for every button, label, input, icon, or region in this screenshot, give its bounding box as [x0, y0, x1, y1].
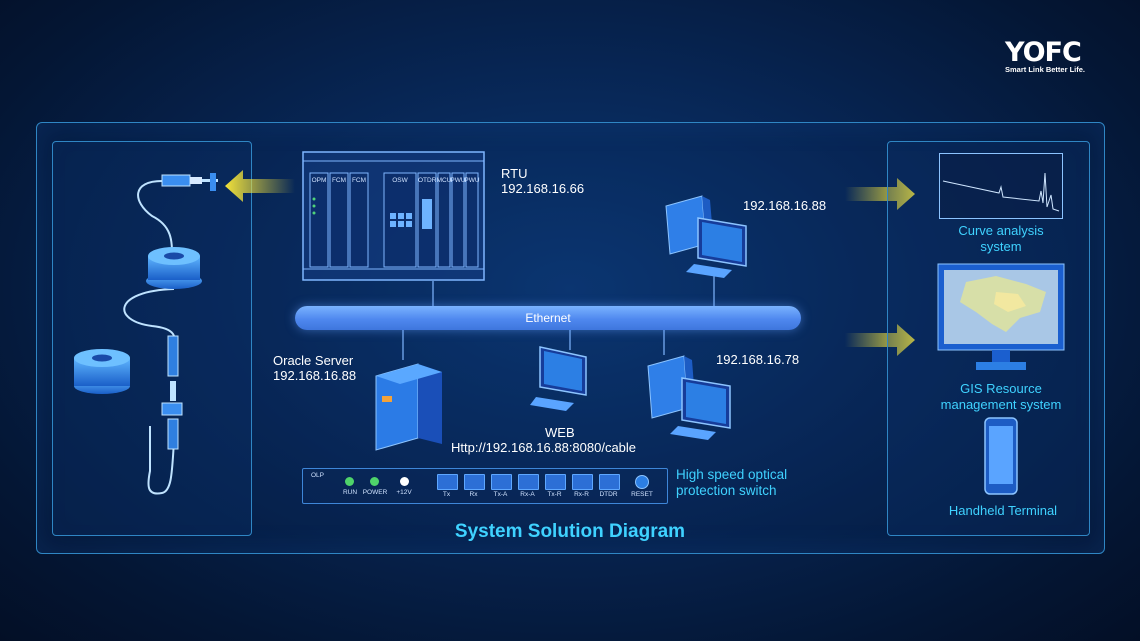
olp-reset-label: RESET — [631, 491, 653, 498]
oracle-label: Oracle Server 192.168.16.88 — [273, 353, 356, 383]
ethernet-label: Ethernet — [525, 311, 571, 325]
web-url: Http://192.168.16.88:8080/cable — [451, 440, 637, 455]
olp-port — [518, 474, 539, 490]
olp-led-label: RUN — [342, 489, 358, 496]
gis-monitor-icon — [937, 263, 1065, 370]
olp-port-label: Rx-R — [574, 491, 589, 498]
olp-reset-button — [635, 475, 649, 489]
olp-port — [491, 474, 512, 490]
rtu-slot-label: MCU — [436, 177, 452, 184]
olp-port — [599, 474, 620, 490]
fiber-spool-icon — [146, 247, 202, 289]
fiber-connector-icon — [161, 173, 218, 191]
tablet-icon — [984, 417, 1018, 495]
olp-description: High speed optical protection switch — [676, 467, 787, 499]
arrow-right-icon — [845, 324, 915, 356]
olp-led-12v — [400, 477, 409, 486]
rtu-slot-label: FCM — [351, 177, 367, 184]
rtu-rack — [302, 151, 485, 281]
diagram-title: System Solution Diagram — [454, 521, 686, 542]
olp-led-label: +12V — [396, 489, 412, 496]
olp-port-label: Rx-A — [520, 491, 535, 498]
olp-device: OLP RUN POWER +12V Tx Rx Tx-A Rx-A Tx-R … — [302, 468, 668, 504]
rtu-name: RTU — [501, 166, 528, 181]
fiber-illustration — [74, 173, 218, 495]
olp-port-label: Tx — [442, 491, 451, 498]
web-label: WEB Http://192.168.16.88:8080/cable — [451, 425, 691, 455]
logo-wordmark: YOFC — [1005, 37, 1082, 68]
fiber-panel — [52, 141, 252, 536]
logo-tagline: Smart Link Better Life. — [1005, 65, 1086, 74]
olp-name: OLP — [311, 472, 325, 479]
curve-analysis-line2: system — [980, 239, 1022, 254]
pc-top-ip: 192.168.16.88 — [743, 198, 827, 213]
monitor-icon — [530, 346, 587, 411]
olp-port — [545, 474, 566, 490]
olp-port-label: Tx-A — [493, 491, 508, 498]
logo: YOFC Smart Link Better Life. — [1005, 37, 1115, 74]
olp-port-label: DTDR — [599, 491, 618, 498]
desktop-pc-icon — [647, 355, 731, 440]
pc-right-ip: 192.168.16.78 — [716, 352, 800, 367]
oracle-ip: 192.168.16.88 — [273, 368, 357, 383]
desktop-pc-icon — [665, 195, 747, 278]
olp-description-line1: High speed optical — [676, 467, 788, 482]
olp-port — [437, 474, 458, 490]
rtu-ip: 192.168.16.66 — [501, 181, 585, 196]
olp-port — [464, 474, 485, 490]
ethernet-bus: Ethernet — [295, 306, 801, 330]
arrow-left-icon — [225, 170, 295, 202]
olp-description-line2: protection switch — [676, 483, 777, 498]
olp-led-power — [370, 477, 379, 486]
olp-led-label: POWER — [362, 489, 388, 496]
rtu-slot-label: PWU — [464, 177, 480, 184]
handheld-label: Handheld Terminal — [948, 503, 1058, 518]
oracle-name: Oracle Server — [273, 353, 354, 368]
olp-port — [572, 474, 593, 490]
server-tower-icon — [375, 363, 442, 451]
rtu-slot-label: OTDR — [418, 177, 437, 184]
rtu-slot-label: FCM — [331, 177, 347, 184]
fiber-spool-icon — [74, 349, 130, 394]
rtu-slot-label: PWU — [450, 177, 466, 184]
gis-line1: GIS Resource — [960, 381, 1042, 396]
fiber-connector-icon — [161, 335, 183, 450]
olp-port-label: Rx — [469, 491, 478, 498]
gis-label: GIS Resource management system — [915, 381, 1087, 413]
olp-led-run — [345, 477, 354, 486]
rtu-slot-labels: OPM FCM FCM OSW OTDR MCU PWU PWU — [302, 177, 485, 187]
rtu-slot-label: OSW — [392, 177, 408, 184]
curve-analysis-line1: Curve analysis — [958, 223, 1044, 238]
web-name: WEB — [545, 425, 575, 440]
rtu-slot-label: OPM — [311, 177, 327, 184]
olp-port-label: Tx-R — [547, 491, 562, 498]
rtu-label: RTU 192.168.16.66 — [501, 166, 584, 196]
gis-line2: management system — [940, 397, 1062, 412]
arrow-right-icon — [845, 178, 915, 210]
curve-analysis-label: Curve analysis system — [915, 223, 1087, 255]
curve-analysis-screen — [939, 153, 1063, 219]
